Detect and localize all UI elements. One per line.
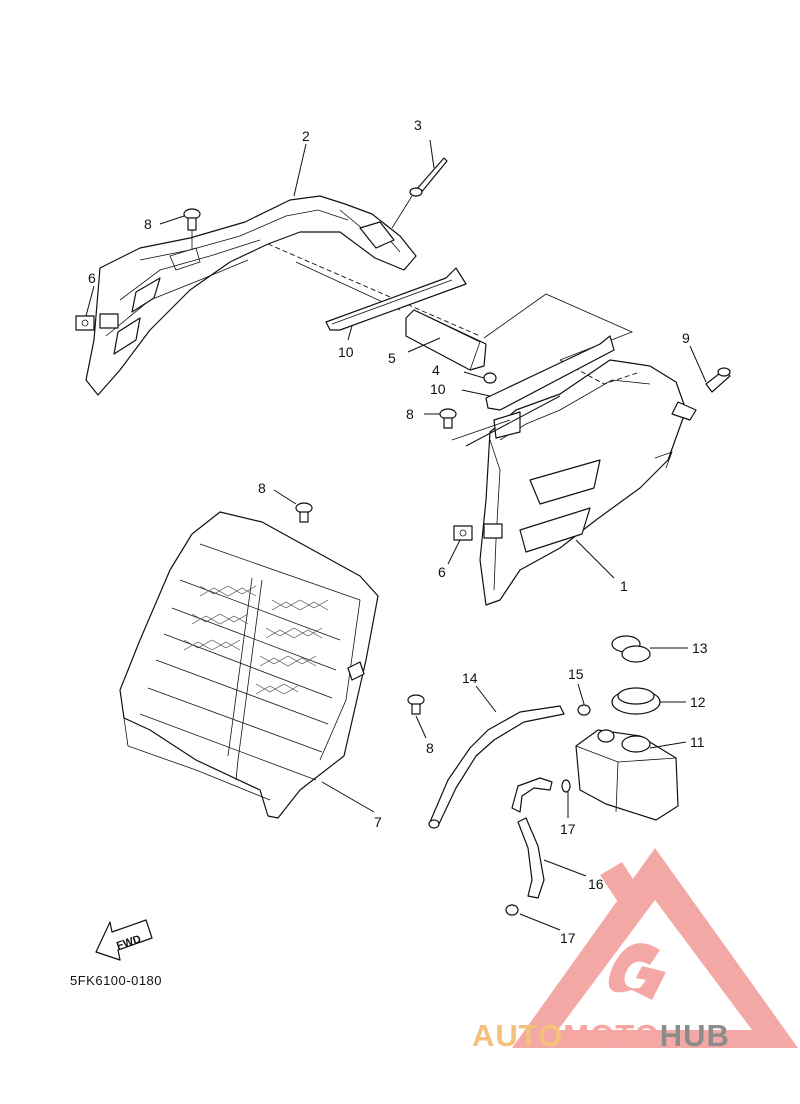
part-8-screw-mid — [439, 408, 457, 429]
callout-2: 2 — [302, 128, 310, 144]
assembly-guide-line — [267, 243, 481, 337]
part-8-screw-upper — [183, 208, 201, 250]
part-8-screw-radiator-top — [295, 502, 313, 523]
callout-4: 4 — [432, 362, 440, 378]
part-7-radiator-grille — [119, 511, 379, 819]
part-2-upper-cover — [85, 195, 417, 396]
callout-8: 8 — [406, 406, 414, 422]
callout-8: 8 — [258, 480, 266, 496]
callout-7: 7 — [374, 814, 382, 830]
callout-17: 17 — [560, 821, 576, 837]
part-17-clamp-upper — [561, 779, 571, 793]
callout-5: 5 — [388, 350, 396, 366]
callout-16: 16 — [588, 876, 604, 892]
callout-13: 13 — [692, 640, 708, 656]
callout-15: 15 — [568, 666, 584, 682]
watermark-logo — [512, 848, 798, 1048]
part-6-clip-lower — [453, 523, 503, 541]
brand-moto: MOTO — [563, 1018, 660, 1053]
part-1-side-cover — [479, 359, 697, 606]
part-13-cap — [611, 635, 651, 663]
part-12-filler-ring — [611, 687, 661, 715]
part-5-foam-block — [405, 309, 487, 371]
part-17-clamp-lower — [505, 904, 519, 916]
brand-hub: HUB — [659, 1018, 730, 1053]
callout-8: 8 — [144, 216, 152, 232]
callout-9: 9 — [682, 330, 690, 346]
part-4-nut — [483, 372, 497, 384]
callout-8: 8 — [426, 740, 434, 756]
callout-17: 17 — [560, 930, 576, 946]
callout-11: 11 — [690, 734, 705, 750]
callout-14: 14 — [462, 670, 478, 686]
callout-3: 3 — [414, 117, 422, 133]
part-15-clamp — [577, 704, 591, 716]
callout-6: 6 — [438, 564, 446, 580]
callout-10: 10 — [430, 381, 446, 397]
brand-auto: AUTO — [472, 1018, 564, 1053]
callout-10: 10 — [338, 344, 354, 360]
diagram-part-code: 5FK6100-0180 — [70, 973, 163, 988]
part-11-reservoir-tank — [575, 729, 679, 821]
part-16-breather-hose — [511, 777, 553, 899]
part-9-bolt — [705, 367, 731, 393]
watermark-brand-text: AUTOMOTOHUB — [472, 1018, 730, 1054]
fwd-arrow-icon: FWD — [95, 919, 153, 961]
callout-6: 6 — [88, 270, 96, 286]
part-10-trim-strip-lower — [485, 335, 615, 411]
part-8-screw-radiator-side — [407, 694, 425, 715]
callout-labels: 2 3 8 6 10 5 4 10 8 9 8 6 1 13 12 11 14 … — [88, 117, 708, 946]
callout-1: 1 — [620, 578, 628, 594]
part-10-trim-strip-upper — [325, 267, 467, 331]
leader-lines — [85, 143, 707, 931]
part-3-pin — [409, 157, 448, 197]
callout-12: 12 — [690, 694, 706, 710]
part-6-clip-upper — [75, 313, 119, 331]
part-14-overflow-hose — [429, 705, 565, 827]
